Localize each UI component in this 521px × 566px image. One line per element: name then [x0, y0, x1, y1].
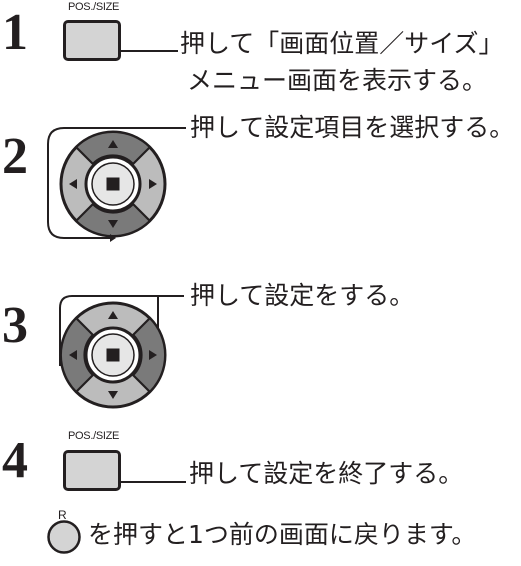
- pos-size-button[interactable]: [63, 20, 121, 61]
- step-4-instruction: 押して設定を終了する。: [189, 459, 464, 488]
- leader-line: [118, 50, 178, 52]
- step-number-1: 1: [2, 4, 28, 61]
- round-return-button-icon[interactable]: [46, 519, 82, 555]
- return-note-text: を押すと1つ前の画面に戻ります。: [88, 520, 477, 549]
- step-1-instruction-line2: メニュー画面を表示する。: [187, 66, 488, 95]
- directional-pad-up-down-icon[interactable]: [44, 118, 189, 253]
- step-3-instruction: 押して設定をする。: [190, 281, 415, 310]
- leader-line: [118, 481, 186, 483]
- pos-size-button-label: POS./SIZE: [68, 430, 120, 442]
- directional-pad-left-right-icon[interactable]: [46, 286, 186, 416]
- pos-size-button[interactable]: [63, 450, 121, 491]
- step-number-2: 2: [2, 128, 28, 185]
- step-1-instruction-line1: 押して「画面位置／サイズ」: [180, 29, 504, 58]
- step-number-3: 3: [2, 297, 28, 354]
- return-button-label: R: [58, 508, 67, 522]
- step-2-instruction: 押して設定項目を選択する。: [190, 113, 515, 142]
- pos-size-button-label: POS./SIZE: [68, 1, 120, 13]
- step-number-4: 4: [2, 432, 28, 489]
